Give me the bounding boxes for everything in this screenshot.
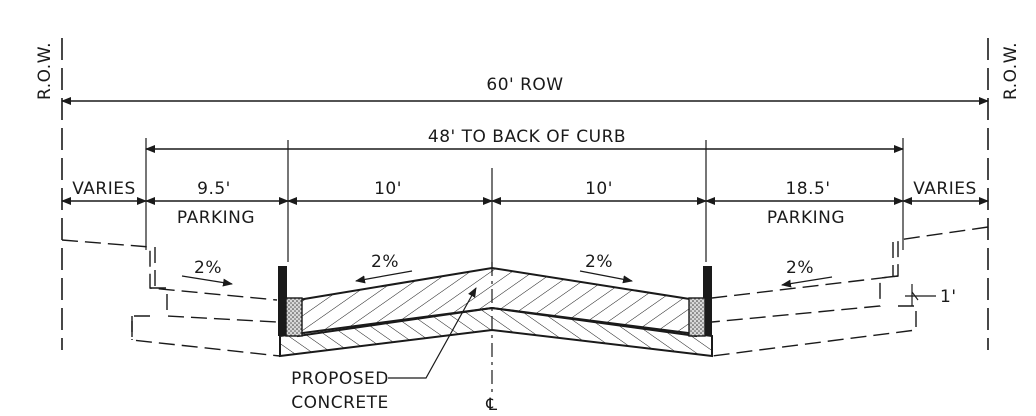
left-ground-profile <box>61 239 281 357</box>
row-right-label: R.O.W. <box>1001 42 1021 100</box>
material-label-line2: CONCRETE <box>291 393 389 413</box>
slope-pavement-left: 2% <box>371 252 399 272</box>
slope-arrow-sidewalk-left <box>181 275 233 287</box>
lane-right-width: 10' <box>585 179 613 199</box>
slope-sidewalk-left: 2% <box>194 258 222 278</box>
right-ground-profile <box>711 226 989 357</box>
row-width-label: 60' ROW <box>486 75 563 95</box>
curb-dimension-line <box>145 138 904 250</box>
material-label-line1: PROPOSED <box>291 369 389 389</box>
parking-right-label: PARKING <box>767 208 845 228</box>
parking-left-width: 9.5' <box>197 179 231 199</box>
slope-arrow-pavement-right <box>579 270 633 284</box>
offset-label: 1' <box>940 287 957 307</box>
slope-arrow-pavement-left <box>355 270 413 284</box>
pavement-section <box>278 266 713 358</box>
material-leader <box>388 287 477 379</box>
varies-left-label: VARIES <box>72 179 136 199</box>
centerline-symbol: ℄ <box>485 395 497 415</box>
lane-left-width: 10' <box>374 179 402 199</box>
parking-left-label: PARKING <box>177 208 255 228</box>
curb-width-label: 48' TO BACK OF CURB <box>428 127 626 147</box>
offset-callout <box>905 284 936 306</box>
slope-arrow-sidewalk-right <box>781 276 833 288</box>
parking-right-width: 18.5' <box>785 179 830 199</box>
varies-right-label: VARIES <box>913 179 977 199</box>
slope-pavement-right: 2% <box>585 252 613 272</box>
slope-sidewalk-right: 2% <box>786 258 814 278</box>
row-left-label: R.O.W. <box>35 42 55 100</box>
segment-extension-lines <box>287 140 707 272</box>
